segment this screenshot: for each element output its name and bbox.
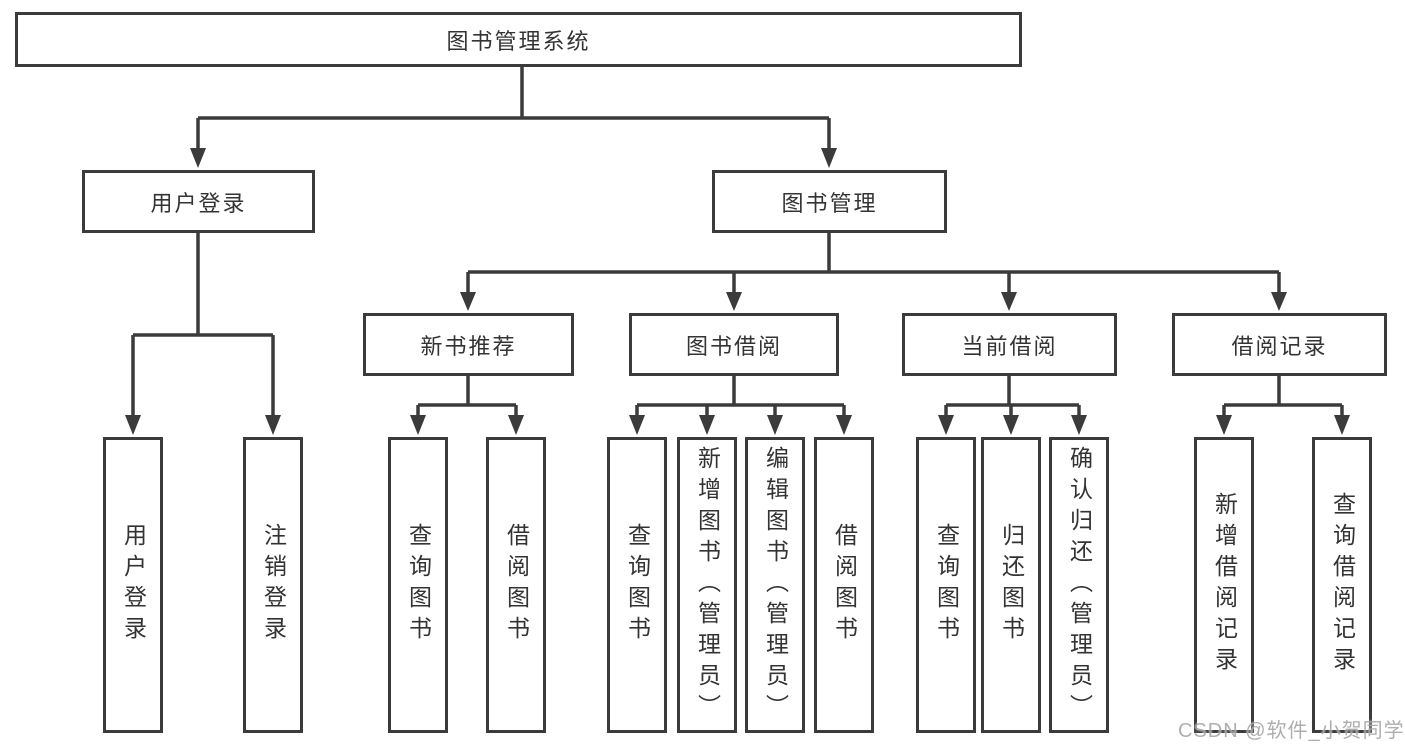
- node-user-login: 用户登录: [82, 170, 315, 233]
- node-book-mgmt: 图书管理: [712, 170, 947, 233]
- leaf-label: 归还图书: [998, 523, 1025, 647]
- node-user-login-label: 用户登录: [150, 190, 247, 216]
- leaf-current-query: 查询图书: [916, 437, 976, 733]
- arrowhead-leaf: [410, 415, 426, 435]
- arrowhead-leaf: [508, 415, 524, 435]
- node-root: 图书管理系统: [15, 12, 1022, 67]
- leaf-label: 注销登录: [260, 523, 287, 647]
- leaf-user-login: 用户登录: [103, 437, 163, 733]
- leaf-borrowing-borrow: 借阅图书: [814, 437, 874, 733]
- leaf-borrowing-add: 新增图书（管理员）: [677, 437, 737, 733]
- node-book-mgmt-label: 图书管理: [781, 190, 878, 216]
- arrowhead-leaf: [629, 415, 645, 435]
- node-records-label: 借阅记录: [1231, 333, 1328, 359]
- leaf-label: 新增借阅记录: [1211, 492, 1238, 678]
- leaf-label: 查询图书: [624, 523, 651, 647]
- leaf-label: 借阅图书: [503, 523, 530, 647]
- leaf-records-query: 查询借阅记录: [1312, 437, 1372, 733]
- node-borrowing-label: 图书借阅: [685, 333, 782, 359]
- node-records: 借阅记录: [1172, 313, 1387, 376]
- arrowhead-leaf: [125, 415, 141, 435]
- arrowhead-new-books: [460, 292, 476, 311]
- leaf-newbooks-borrow: 借阅图书: [486, 437, 546, 733]
- arrowhead-leaf: [836, 415, 852, 435]
- arrowhead-book-mgmt: [821, 148, 837, 168]
- leaf-label: 确认归还（管理员）: [1066, 445, 1093, 725]
- leaf-label: 借阅图书: [831, 523, 858, 647]
- node-root-label: 图书管理系统: [446, 28, 591, 54]
- node-current-label: 当前借阅: [961, 333, 1058, 359]
- arrowhead-leaf: [1071, 415, 1087, 435]
- leaf-borrowing-edit: 编辑图书（管理员）: [745, 437, 805, 733]
- arrowhead-user-login: [190, 148, 206, 168]
- leaf-records-add: 新增借阅记录: [1194, 437, 1254, 733]
- arrowhead-leaf: [938, 415, 954, 435]
- leaf-label: 编辑图书（管理员）: [762, 445, 789, 725]
- leaf-current-return: 归还图书: [981, 437, 1041, 733]
- arrowhead-leaf: [1334, 415, 1350, 435]
- leaf-label: 查询借阅记录: [1329, 492, 1356, 678]
- arrowhead-leaf: [767, 415, 783, 435]
- node-current: 当前借阅: [902, 313, 1117, 376]
- arrowhead-borrowing: [726, 292, 742, 311]
- arrowhead-records: [1271, 292, 1287, 311]
- node-new-books-label: 新书推荐: [420, 333, 517, 359]
- leaf-label: 新增图书（管理员）: [694, 445, 721, 725]
- arrowhead-current: [1001, 292, 1017, 311]
- watermark: CSDN @软件_小贺同学: [1178, 720, 1405, 742]
- leaf-label: 查询图书: [405, 523, 432, 647]
- arrowhead-leaf: [265, 415, 281, 435]
- arrowhead-leaf: [1216, 415, 1232, 435]
- arrowhead-leaf: [1003, 415, 1019, 435]
- leaf-current-confirm: 确认归还（管理员）: [1049, 437, 1109, 733]
- leaf-newbooks-query: 查询图书: [388, 437, 448, 733]
- leaf-logout: 注销登录: [243, 437, 303, 733]
- node-new-books: 新书推荐: [363, 313, 574, 376]
- leaf-label: 查询图书: [933, 523, 960, 647]
- arrowhead-leaf: [699, 415, 715, 435]
- leaf-borrowing-query: 查询图书: [607, 437, 667, 733]
- node-borrowing: 图书借阅: [629, 313, 839, 376]
- leaf-label: 用户登录: [120, 523, 147, 647]
